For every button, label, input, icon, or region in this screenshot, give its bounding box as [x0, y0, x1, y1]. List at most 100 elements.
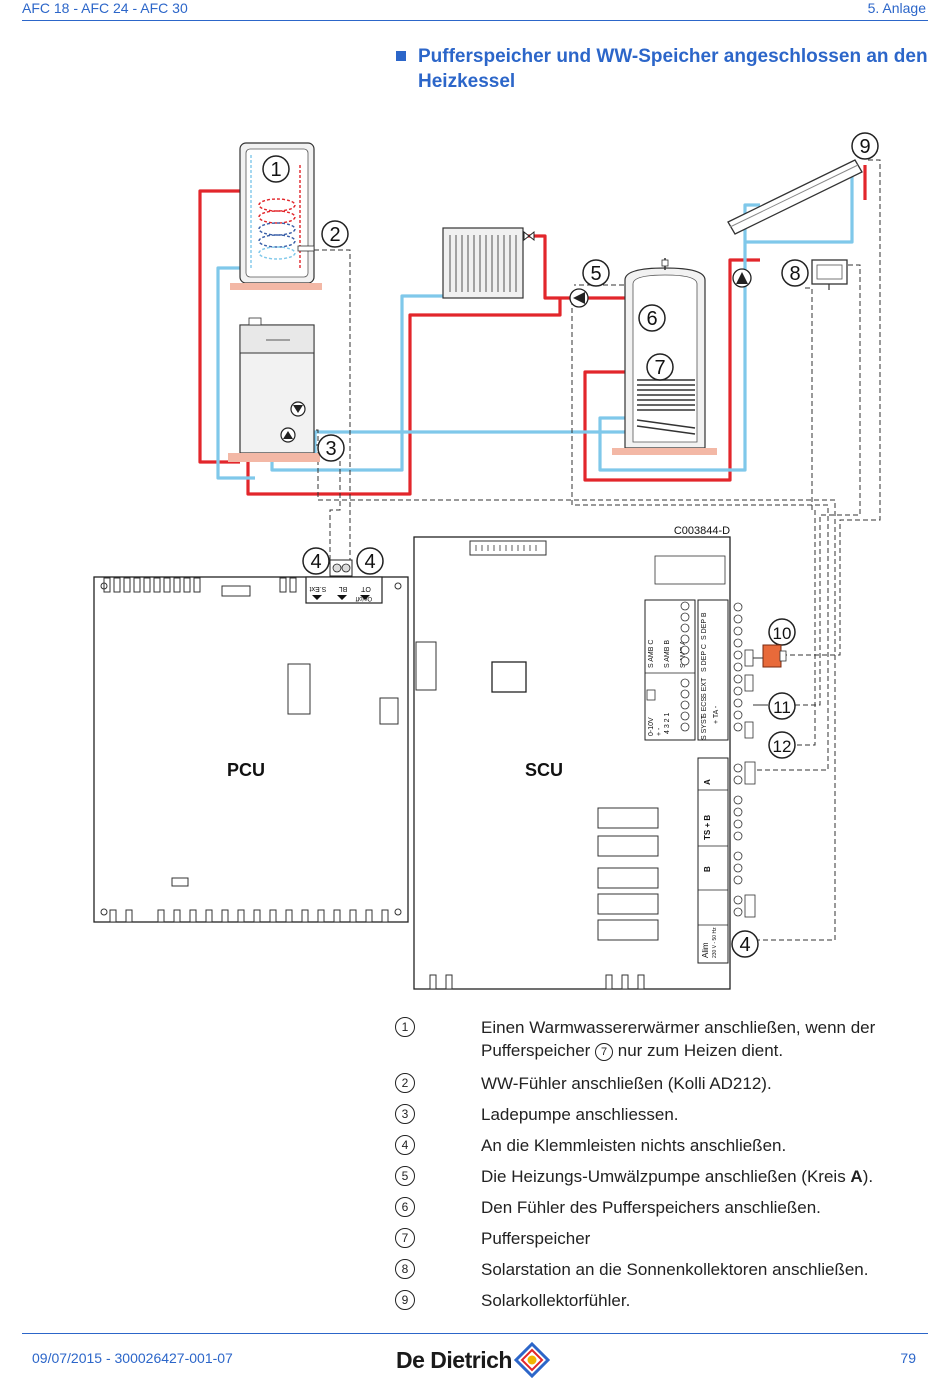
svg-text:S ECS: S ECS: [701, 697, 708, 718]
svg-text:7: 7: [654, 357, 665, 379]
legend-num: 1: [395, 1017, 415, 1037]
page-number: 79: [900, 1350, 916, 1366]
svg-text:4: 4: [364, 551, 375, 573]
cold-pipe-return: [270, 294, 443, 472]
svg-text:9: 9: [859, 136, 870, 158]
svg-text:1: 1: [270, 159, 281, 181]
header-right: 5. Anlage: [867, 0, 926, 16]
svg-text:S.Ext: S.Ext: [310, 585, 327, 592]
svg-text:5: 5: [590, 263, 601, 285]
callout-6: 6: [638, 304, 666, 332]
radiator: [442, 227, 535, 299]
legend-num: 5: [395, 1166, 415, 1186]
callout-8: 8: [781, 259, 809, 287]
callout-10: 10: [768, 618, 796, 646]
svg-text:TS + B: TS + B: [703, 815, 712, 840]
legend-text: Pufferspeicher: [481, 1229, 591, 1248]
svg-text:8: 8: [789, 263, 800, 285]
legend-text: WW-Fühler anschließen (Kolli AD212).: [481, 1074, 772, 1093]
legend: 1 Einen Warmwassererwärmer anschließen, …: [395, 1016, 935, 1320]
pcu-board: S.Ext BL OT On/off PCU: [93, 559, 445, 923]
svg-text:S SYST: S SYST: [701, 714, 708, 740]
svg-text:230 V - 50 Hz: 230 V - 50 Hz: [712, 927, 718, 958]
hot-pipe-dhw: [198, 189, 240, 464]
callout-4c: 4: [731, 930, 759, 958]
hot-pipe-boiler-to-buffer: [246, 298, 562, 496]
legend-num: 7: [395, 1228, 415, 1248]
callout-1: 1: [262, 155, 290, 183]
svg-text:11: 11: [773, 698, 791, 717]
legend-num: 2: [395, 1073, 415, 1093]
logo-text: De Dietrich: [396, 1346, 512, 1373]
legend-item-1: 1 Einen Warmwassererwärmer anschließen, …: [395, 1016, 935, 1072]
callout-5: 5: [582, 259, 610, 287]
legend-item-8: 8 Solarstation an die Sonnenkollektoren …: [395, 1258, 935, 1289]
svg-text:0-10V: 0-10V: [648, 717, 655, 736]
legend-text: An die Klemmleisten nichts anschließen.: [481, 1136, 787, 1155]
header-left: AFC 18 - AFC 24 - AFC 30: [22, 0, 188, 16]
svg-text:S DEP B: S DEP B: [701, 612, 708, 640]
solar-pump: [732, 268, 752, 288]
svg-text:OT: OT: [360, 585, 370, 592]
legend-num: 6: [395, 1197, 415, 1217]
legend-text: Ladepumpe anschliessen.: [481, 1105, 679, 1124]
svg-text:+ TA -: + TA -: [713, 705, 720, 724]
legend-num: 9: [395, 1290, 415, 1310]
wiring-diagram: 1 2 3 5 6 7 8 9 4 4 10 11 12 4: [93, 132, 881, 990]
section-marker: [396, 51, 406, 61]
svg-text:3: 3: [325, 438, 336, 460]
section-title: Pufferspeicher und WW-Speicher angeschlo…: [418, 46, 928, 92]
callout-7: 7: [646, 353, 674, 381]
hot-pipe-buffer-coil: [583, 280, 732, 482]
footer-rule: [22, 1333, 928, 1334]
svg-text:+ -: + -: [656, 727, 663, 736]
legend-num: 8: [395, 1259, 415, 1279]
legend-num: 3: [395, 1104, 415, 1124]
cold-pipe-dhw: [216, 266, 255, 480]
legend-num: 4: [395, 1135, 415, 1155]
legend-item-9: 9 Solarkollektorfühler.: [395, 1289, 935, 1320]
svg-text:S AMB B: S AMB B: [664, 640, 671, 668]
svg-text:S AMB C: S AMB C: [648, 640, 655, 668]
legend-item-3: 3 Ladepumpe anschliessen.: [395, 1103, 935, 1134]
svg-text:6: 6: [646, 308, 657, 330]
svg-text:10: 10: [773, 624, 792, 643]
legend-item-5: 5 Die Heizungs-Umwälzpumpe anschließen (…: [395, 1165, 935, 1196]
cold-pipe-collector: [745, 170, 854, 244]
legend-text: Den Fühler des Pufferspeichers anschließ…: [481, 1198, 821, 1217]
cold-pipe-buffer: [313, 430, 625, 455]
footer-doc-ref: 09/07/2015 - 300026427-001-07: [32, 1350, 233, 1366]
callout-9: 9: [851, 132, 879, 160]
legend-item-6: 6 Den Fühler des Pufferspeichers anschli…: [395, 1196, 935, 1227]
scu-board: C003844-D SCU S AMB C S A: [413, 525, 787, 990]
callout-11: 11: [768, 692, 796, 720]
svg-text:12: 12: [773, 737, 792, 756]
svg-text:4 3 2 1: 4 3 2 1: [664, 712, 671, 734]
svg-text:PCU: PCU: [227, 760, 265, 780]
solar-collector: [727, 159, 863, 235]
hot-pipe-solar: [728, 258, 760, 280]
boiler: [228, 317, 320, 462]
svg-text:4: 4: [310, 551, 321, 573]
callout-4a: 4: [302, 547, 330, 575]
callout-4b: 4: [356, 547, 384, 575]
legend-text: Solarstation an die Sonnenkollektoren an…: [481, 1260, 869, 1279]
legend-text: Die Heizungs-Umwälzpumpe anschließen (Kr…: [481, 1167, 874, 1186]
svg-text:Alim: Alim: [701, 942, 710, 958]
legend-item-7: 7 Pufferspeicher: [395, 1227, 935, 1258]
solar-station: [811, 259, 848, 290]
legend-text: Solarkollektorfühler.: [481, 1291, 631, 1310]
cold-pipe-coil-return: [598, 232, 747, 472]
svg-text:C003844-D: C003844-D: [674, 525, 730, 537]
svg-text:A: A: [703, 779, 712, 785]
inline-callout-7: 7: [595, 1043, 614, 1061]
dhw-tank: [230, 142, 322, 290]
svg-text:2: 2: [329, 224, 340, 246]
svg-text:4: 4: [739, 934, 750, 956]
svg-text:S EXT: S EXT: [701, 677, 708, 698]
pump-5: [569, 288, 589, 308]
svg-text:S DEP C: S DEP C: [701, 644, 708, 672]
callout-2: 2: [321, 220, 349, 248]
callout-3: 3: [317, 434, 345, 462]
svg-text:BL: BL: [339, 585, 348, 592]
